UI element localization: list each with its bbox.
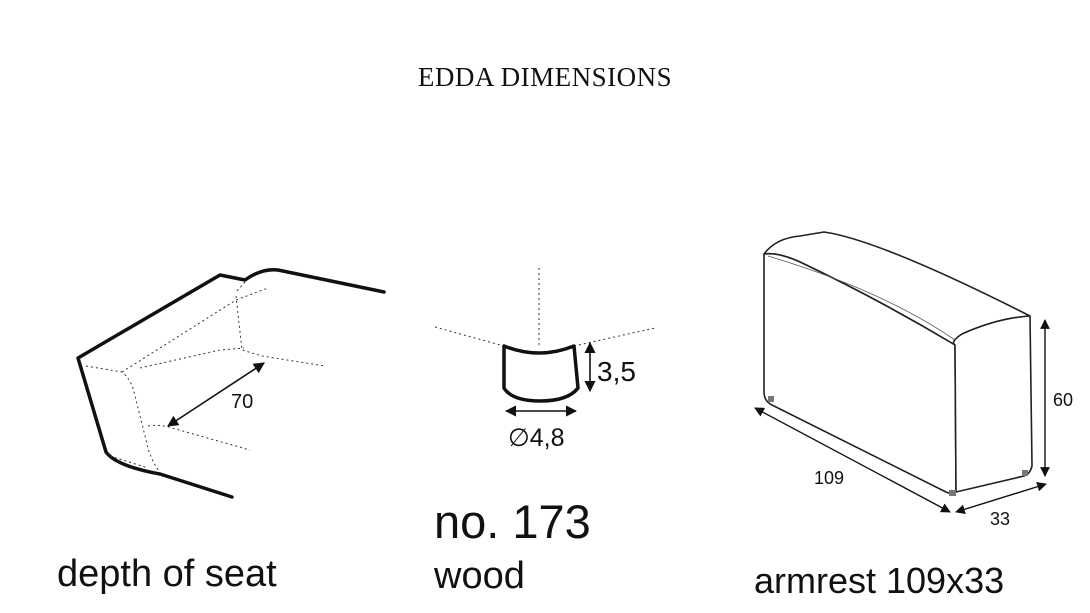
page-title: EDDA DIMENSIONS xyxy=(417,62,673,92)
armrest-drawing: 109 33 60 xyxy=(754,231,1073,529)
armrest-foot xyxy=(949,490,956,496)
leg-drawing: 3,5 ∅4,8 xyxy=(434,268,656,452)
armrest-side xyxy=(952,315,1033,493)
leg-material: wood xyxy=(434,555,525,597)
armrest-foot xyxy=(1022,470,1028,476)
armrest-caption: armrest 109x33 xyxy=(754,560,1005,601)
seat-outline xyxy=(76,267,386,499)
seat-depth-arrow xyxy=(167,362,265,427)
armrest-foot xyxy=(768,396,774,402)
armrest-length-arrow xyxy=(754,407,951,513)
seat-depth-label: 70 xyxy=(231,391,253,413)
armrest-width-arrow xyxy=(955,481,1047,515)
leg-model-number: no. 173 xyxy=(434,495,591,548)
armrest-height-label: 60 xyxy=(1053,390,1073,410)
seat-drawing: 70 xyxy=(76,267,386,499)
seat-inner-lines xyxy=(85,281,326,473)
leg-height-label: 3,5 xyxy=(597,356,636,387)
seat-caption: depth of seat xyxy=(57,553,277,595)
leg-guide-lines xyxy=(434,268,656,347)
armrest-width-label: 33 xyxy=(990,509,1010,529)
leg-profile xyxy=(502,344,580,403)
armrest-length-label: 109 xyxy=(814,468,844,488)
leg-diameter-label: ∅4,8 xyxy=(508,424,565,452)
